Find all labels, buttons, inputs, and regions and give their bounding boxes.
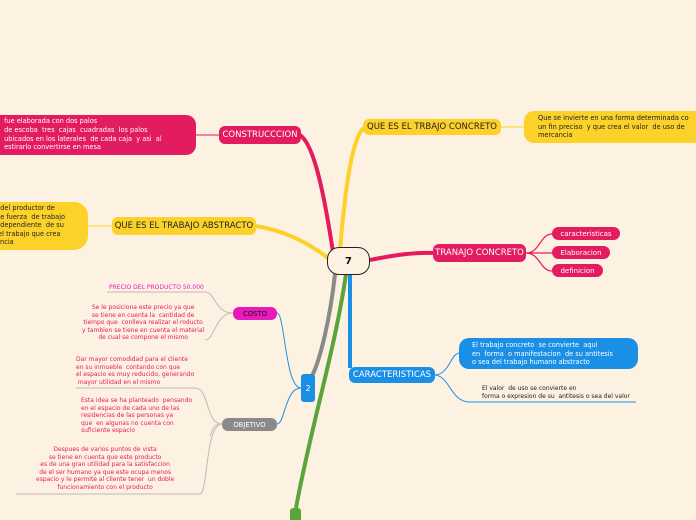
objetivo-note-3[interactable]: Despues de varios puntos de vista se tie… — [36, 446, 175, 491]
que-es-concreto-detail[interactable]: Que se invierte en una forma determinada… — [524, 111, 696, 143]
topic-que-es-trabajo-concreto[interactable]: QUE ES EL TRBAJO CONCRETO — [363, 119, 501, 135]
topic-two[interactable]: 2 — [301, 374, 315, 402]
link-trabajo-concreto — [369, 250, 435, 262]
link-items-trunk — [525, 233, 553, 272]
link-caracteristicas-detail — [433, 352, 636, 403]
topic-caracteristicas[interactable]: CARACTERISTICAS — [349, 367, 435, 383]
caracteristicas-note[interactable]: El valor de uso se convierte en forma o … — [482, 385, 630, 400]
link-green — [294, 273, 348, 509]
link-two-children — [276, 312, 302, 425]
subtopic-elaboracion[interactable]: Elaboracion — [552, 246, 610, 259]
central-topic[interactable]: 7 — [327, 247, 370, 275]
link-construccion — [298, 133, 335, 253]
topic-green[interactable] — [290, 508, 301, 520]
topic-costo[interactable]: COSTO — [233, 307, 277, 320]
subtopic-definicion[interactable]: definicion — [552, 264, 603, 277]
construccion-detail[interactable]: fue elaborada con dos palos de escoba tr… — [0, 115, 196, 155]
link-objetivo-notes — [16, 387, 223, 495]
topic-que-es-trabajo-abstracto[interactable]: QUE ES EL TRABAJO ABSTRACTO — [112, 217, 256, 235]
costo-reason-note[interactable]: Se le posiciona este precio ya que se ti… — [82, 304, 205, 342]
subtopic-caracteristicas[interactable]: caracteristicas — [552, 227, 620, 240]
link-que-es-abstracto — [255, 224, 330, 260]
link-costo-notes — [107, 291, 234, 341]
topic-construccion[interactable]: CONSTRUCCCION — [219, 126, 301, 144]
que-es-abstracto-detail[interactable]: del productor de e fuerza de trabajo nde… — [0, 202, 88, 250]
costo-price-note[interactable]: PRECIO DEL PRODUCTO 50.000 — [109, 284, 204, 291]
topic-trabajo-concreto[interactable]: TRANAJO CONCRETO — [433, 244, 526, 262]
caracteristicas-detail[interactable]: El trabajo concreto se convierte aqui en… — [459, 338, 638, 369]
objetivo-note-1[interactable]: Dar mayor comodidad para el cliente en s… — [76, 356, 195, 386]
topic-objetivo[interactable]: OBJETIVO — [222, 418, 277, 431]
link-que-es-concreto — [338, 125, 367, 251]
link-two — [310, 273, 337, 377]
objetivo-note-2[interactable]: Esta idea se ha planteado pensando en el… — [81, 397, 193, 435]
